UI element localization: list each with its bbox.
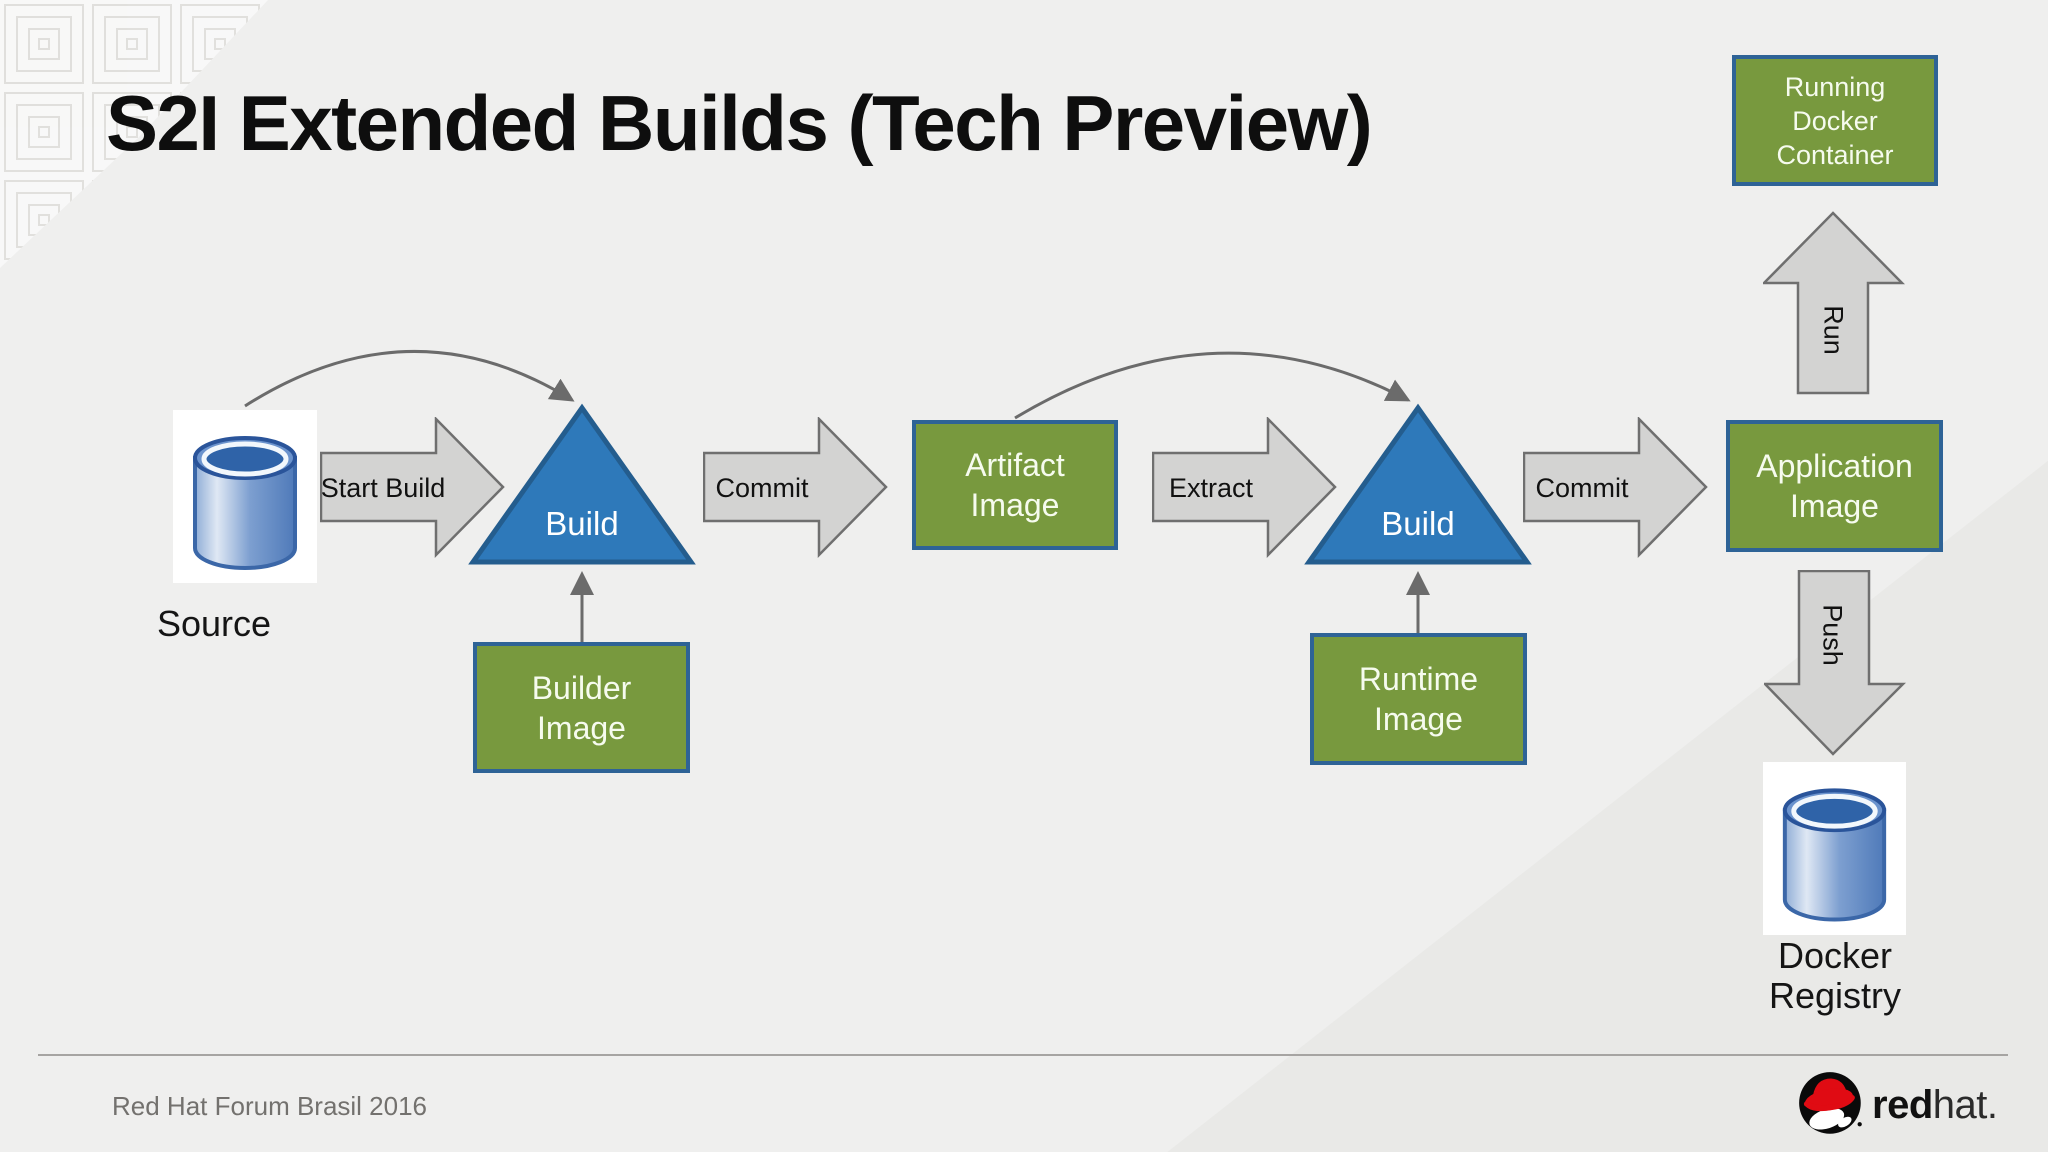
extract-arrow-label: Extract [1168, 473, 1254, 503]
commit1-arrow-label: Commit [715, 473, 809, 503]
runtime-image-label: Runtime Image [1358, 661, 1479, 737]
start-build-arrow-label: Start Build [320, 473, 446, 503]
build2-label: Build [1381, 505, 1455, 542]
red-hat-shadowman-icon [1799, 1072, 1862, 1134]
application-image-box: Application Image [1726, 420, 1943, 552]
start-build-arrow [320, 417, 505, 559]
source-label: Source [157, 603, 272, 644]
build1-label: Build [545, 505, 619, 542]
push-arrow-label: Push [1817, 604, 1848, 666]
corner-square-pattern [0, 0, 268, 268]
running-container-box: Running Docker Container [1732, 55, 1938, 186]
push-arrow [1764, 570, 1906, 756]
docker-registry-node [1763, 762, 1906, 935]
builder-image-label: Builder Image [531, 669, 632, 746]
curve-source-to-build1 [244, 350, 575, 408]
build2-triangle [1304, 403, 1532, 565]
redhat-wordmark-red: red [1872, 1083, 1933, 1127]
builder-image-box: Builder Image [473, 642, 690, 773]
source-node [173, 410, 317, 583]
redhat-wordmark: redhat. [1872, 1083, 1998, 1128]
artifact-image-label: Artifact Image [965, 447, 1065, 523]
run-arrow-label: Run [1818, 305, 1849, 355]
run-arrow [1763, 211, 1905, 395]
application-image-label: Application Image [1756, 448, 1913, 524]
commit1-arrow [703, 417, 888, 559]
extract-arrow [1152, 417, 1337, 559]
build1-triangle [468, 403, 696, 565]
redhat-wordmark-hat: hat. [1932, 1083, 1998, 1127]
artifact-image-box: Artifact Image [912, 420, 1118, 550]
runtime-image-box: Runtime Image [1310, 633, 1527, 765]
commit2-arrow-label: Commit [1535, 473, 1629, 503]
footer-text: Red Hat Forum Brasil 2016 [112, 1091, 428, 1121]
page-title: S2I Extended Builds (Tech Preview) [106, 79, 1373, 167]
running-container-label: Running Docker Container [1776, 71, 1894, 170]
commit2-arrow [1523, 417, 1708, 559]
database-cylinder-icon [193, 436, 297, 570]
docker-registry-label: Docker Registry [1768, 935, 1902, 1016]
footer-divider [38, 1054, 2008, 1056]
database-cylinder-icon [1782, 788, 1887, 922]
